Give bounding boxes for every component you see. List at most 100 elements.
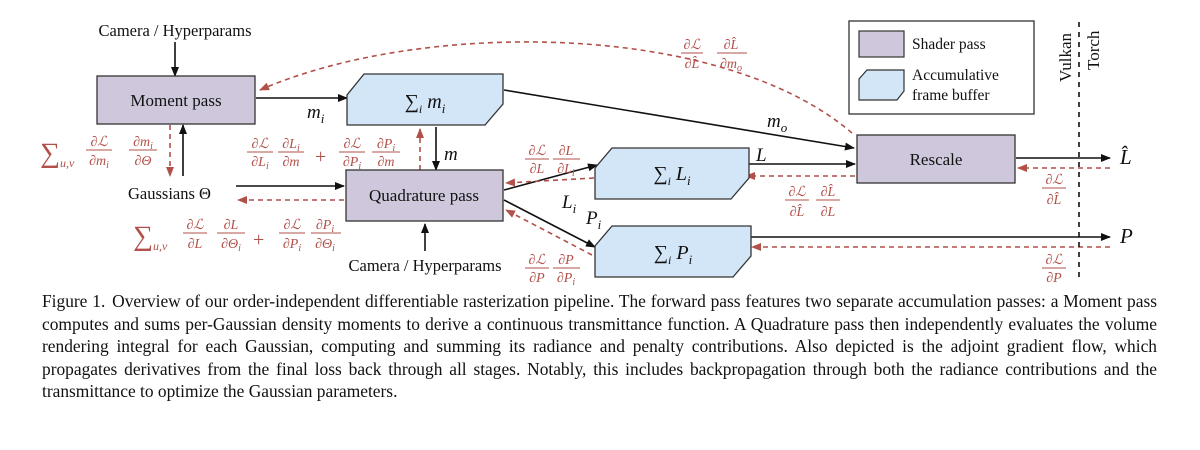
svg-text:∂Pi: ∂Pi — [316, 218, 334, 235]
svg-text:∂ℒ: ∂ℒ — [343, 137, 361, 152]
svg-text:∂Li: ∂Li — [251, 155, 269, 172]
gradient-rescale-formula: ∂ℒ ∂L̂ ∂L̂ ∂L — [785, 184, 840, 220]
torch-label: Torch — [1084, 30, 1103, 70]
svg-text:∂ℒ: ∂ℒ — [788, 185, 806, 200]
svg-text:∂mo: ∂mo — [720, 57, 742, 74]
legend-accum-label-2: frame buffer — [912, 87, 990, 104]
svg-text:+: + — [315, 146, 326, 168]
quadrature-to-sumP-arrow — [503, 199, 596, 248]
svg-text:∂m: ∂m — [377, 155, 394, 170]
svg-text:∂Li: ∂Li — [557, 162, 575, 179]
rescale-box — [856, 134, 1016, 184]
caption-text: Overview of our order-independent differ… — [42, 291, 1157, 402]
sum-P-sigma: ∑ — [654, 242, 668, 264]
svg-text:∂L: ∂L — [224, 218, 239, 233]
svg-text:∑: ∑ — [40, 138, 60, 169]
sum-L-sub: i — [687, 173, 691, 188]
sum-L-var: L — [675, 163, 687, 185]
camera-hyperparams-bottom: Camera / Hyperparams — [348, 256, 501, 275]
legend: Shader pass Accumulative frame buffer — [848, 20, 1035, 115]
sum-L-index: i — [668, 174, 671, 188]
pipeline-diagram: Vulkan Torch Moment pass Quadrature pass… — [40, 20, 1133, 288]
quadrature-pass-box — [345, 169, 504, 222]
edge-label-mo: mo — [767, 111, 788, 135]
legend-shader-label: Shader pass — [912, 36, 986, 53]
gradient-top-formula: ∂ℒ ∂L̂ ∂L̂ ∂mo — [681, 37, 747, 74]
svg-text:∑: ∑ — [133, 221, 153, 252]
svg-text:∂L̂: ∂L̂ — [685, 56, 700, 72]
legend-accum-label-1: Accumulative — [912, 67, 999, 84]
svg-text:∂mi: ∂mi — [133, 135, 153, 152]
svg-text:∂Pi: ∂Pi — [343, 155, 361, 172]
sum-m-sub: i — [442, 101, 446, 116]
edge-label-L: L — [755, 145, 767, 166]
gradient-moment-formula: ∑ u,v ∂ℒ ∂mi ∂mi ∂Θ — [40, 135, 157, 171]
sum-P-var: P — [675, 242, 688, 264]
svg-text:∂L̂: ∂L̂ — [821, 184, 836, 200]
sum-P-buffer — [594, 225, 752, 278]
sum-m-sigma: ∑ — [405, 91, 419, 113]
edge-label-m: m — [444, 144, 458, 165]
svg-text:∂L̂: ∂L̂ — [724, 37, 739, 53]
svg-text:∂ℒ: ∂ℒ — [186, 218, 204, 233]
sum-L-sigma: ∑ — [653, 163, 667, 185]
svg-text:∂L: ∂L — [188, 237, 203, 252]
gradient-quadrature-formula: ∑ u,v ∂ℒ ∂L ∂L ∂Θi + ∂ℒ ∂Pi ∂Pi ∂Θi — [133, 218, 341, 254]
legend-accum-swatch — [858, 69, 905, 101]
summ-to-rescale-arrow — [503, 89, 855, 151]
svg-text:∂Θ: ∂Θ — [134, 154, 151, 169]
vulkan-label: Vulkan — [1056, 32, 1075, 82]
svg-text:∂L̂: ∂L̂ — [1047, 192, 1062, 208]
sum-L-buffer — [594, 147, 750, 200]
quadrature-pass-label: Quadrature pass — [369, 186, 479, 205]
output-Lhat: L̂ — [1119, 145, 1132, 169]
svg-text:∂Li: ∂Li — [282, 137, 300, 154]
gradient-Lhat-formula: ∂ℒ ∂L̂ — [1042, 173, 1066, 208]
gradient-sumL-formula: ∂ℒ ∂L ∂L ∂Li — [525, 144, 580, 179]
svg-text:∂P: ∂P — [1046, 271, 1062, 286]
svg-text:∂ℒ: ∂ℒ — [528, 253, 546, 268]
svg-text:+: + — [253, 229, 264, 251]
svg-text:∂Pi: ∂Pi — [283, 237, 301, 254]
svg-text:∂ℒ: ∂ℒ — [283, 218, 301, 233]
quadrature-to-sumL-arrow — [503, 163, 598, 191]
svg-text:∂Pi: ∂Pi — [557, 271, 575, 288]
gaussians-label: Gaussians Θ — [128, 184, 211, 203]
svg-text:∂L̂: ∂L̂ — [790, 204, 805, 220]
svg-text:∂ℒ: ∂ℒ — [90, 135, 108, 150]
svg-text:∂mi: ∂mi — [89, 154, 109, 171]
moment-pass-label: Moment pass — [130, 91, 221, 110]
gradient-sumL-to-quadrature-arrow — [505, 177, 595, 187]
sum-m-index: i — [419, 102, 422, 116]
moment-pass-box — [96, 75, 256, 125]
svg-text:∂P: ∂P — [558, 253, 574, 268]
sum-m-var: m — [427, 91, 441, 113]
gradient-sumP-formula: ∂ℒ ∂P ∂P ∂Pi — [525, 253, 580, 288]
caption-label: Figure 1. — [42, 291, 106, 311]
svg-text:u,v: u,v — [60, 156, 75, 170]
gradient-summ-formula: ∂ℒ ∂Li ∂Li ∂m + ∂ℒ ∂Pi ∂Pi ∂m — [247, 137, 400, 172]
gradient-Pout-formula: ∂ℒ ∂P — [1042, 253, 1066, 286]
svg-text:∂ℒ: ∂ℒ — [528, 144, 546, 159]
edge-label-Li: Li — [561, 192, 577, 216]
svg-text:∂ℒ: ∂ℒ — [1045, 253, 1063, 268]
svg-text:u,v: u,v — [153, 239, 168, 253]
svg-text:∂Pi: ∂Pi — [377, 137, 395, 154]
svg-text:∂Θi: ∂Θi — [221, 237, 241, 254]
gradient-sumP-to-quadrature-arrow — [505, 209, 593, 256]
output-P: P — [1119, 224, 1133, 248]
rescale-label: Rescale — [910, 150, 963, 169]
svg-text:∂Θi: ∂Θi — [315, 237, 335, 254]
svg-text:∂m: ∂m — [282, 155, 299, 170]
svg-text:∂ℒ: ∂ℒ — [251, 137, 269, 152]
svg-text:∂ℒ: ∂ℒ — [1045, 173, 1063, 188]
svg-text:∂L: ∂L — [530, 162, 545, 177]
sum-m-buffer — [346, 73, 504, 126]
edge-label-mi: mi — [307, 102, 325, 126]
legend-shader-swatch — [858, 30, 905, 58]
sum-P-index: i — [668, 253, 671, 267]
svg-text:∂L: ∂L — [559, 144, 574, 159]
sum-P-sub: i — [689, 252, 693, 267]
